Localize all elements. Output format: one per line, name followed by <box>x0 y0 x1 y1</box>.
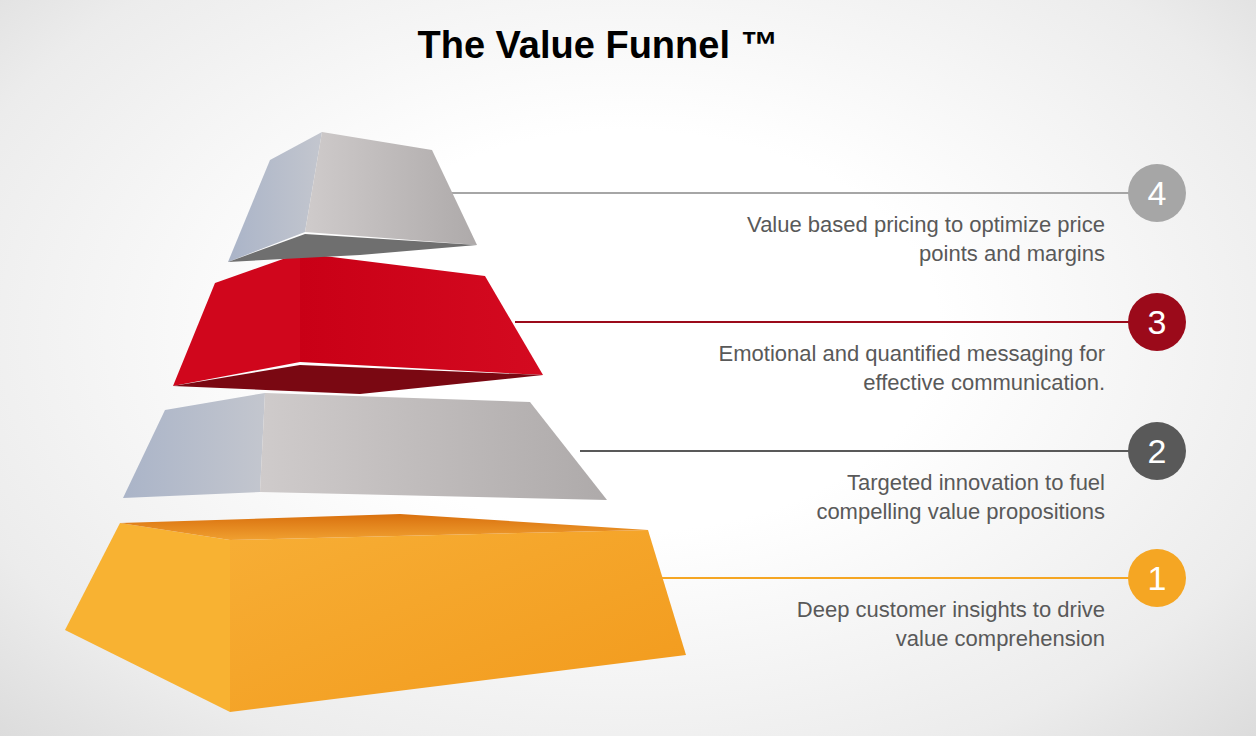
callout-item: 3Emotional and quantified messaging for … <box>640 293 1215 403</box>
callout-item: 4Value based pricing to optimize price p… <box>640 164 1215 274</box>
pyramid-layer <box>173 253 543 394</box>
pyramid-layer <box>123 393 607 500</box>
callout-item: 2Targeted innovation to fuel compelling … <box>640 422 1215 532</box>
callout-number: 2 <box>1128 422 1186 480</box>
leader-line <box>515 321 1130 323</box>
callout-text: Emotional and quantified messaging for e… <box>670 339 1105 397</box>
callout-number: 3 <box>1128 293 1186 351</box>
leader-line <box>580 450 1130 452</box>
callout-text: Targeted innovation to fuel compelling v… <box>743 468 1105 526</box>
callout-number: 1 <box>1128 549 1186 607</box>
callout-number: 4 <box>1128 164 1186 222</box>
leader-line <box>450 192 1130 194</box>
pyramid-layer <box>228 132 477 262</box>
callout-item: 1Deep customer insights to drive value c… <box>640 549 1215 659</box>
diagram-title: The Value Funnel ™ <box>0 22 1196 68</box>
pyramid-layer <box>65 514 686 712</box>
callout-text: Deep customer insights to drive value co… <box>783 595 1105 653</box>
callout-text: Value based pricing to optimize price po… <box>725 210 1105 268</box>
leader-line <box>648 577 1130 579</box>
